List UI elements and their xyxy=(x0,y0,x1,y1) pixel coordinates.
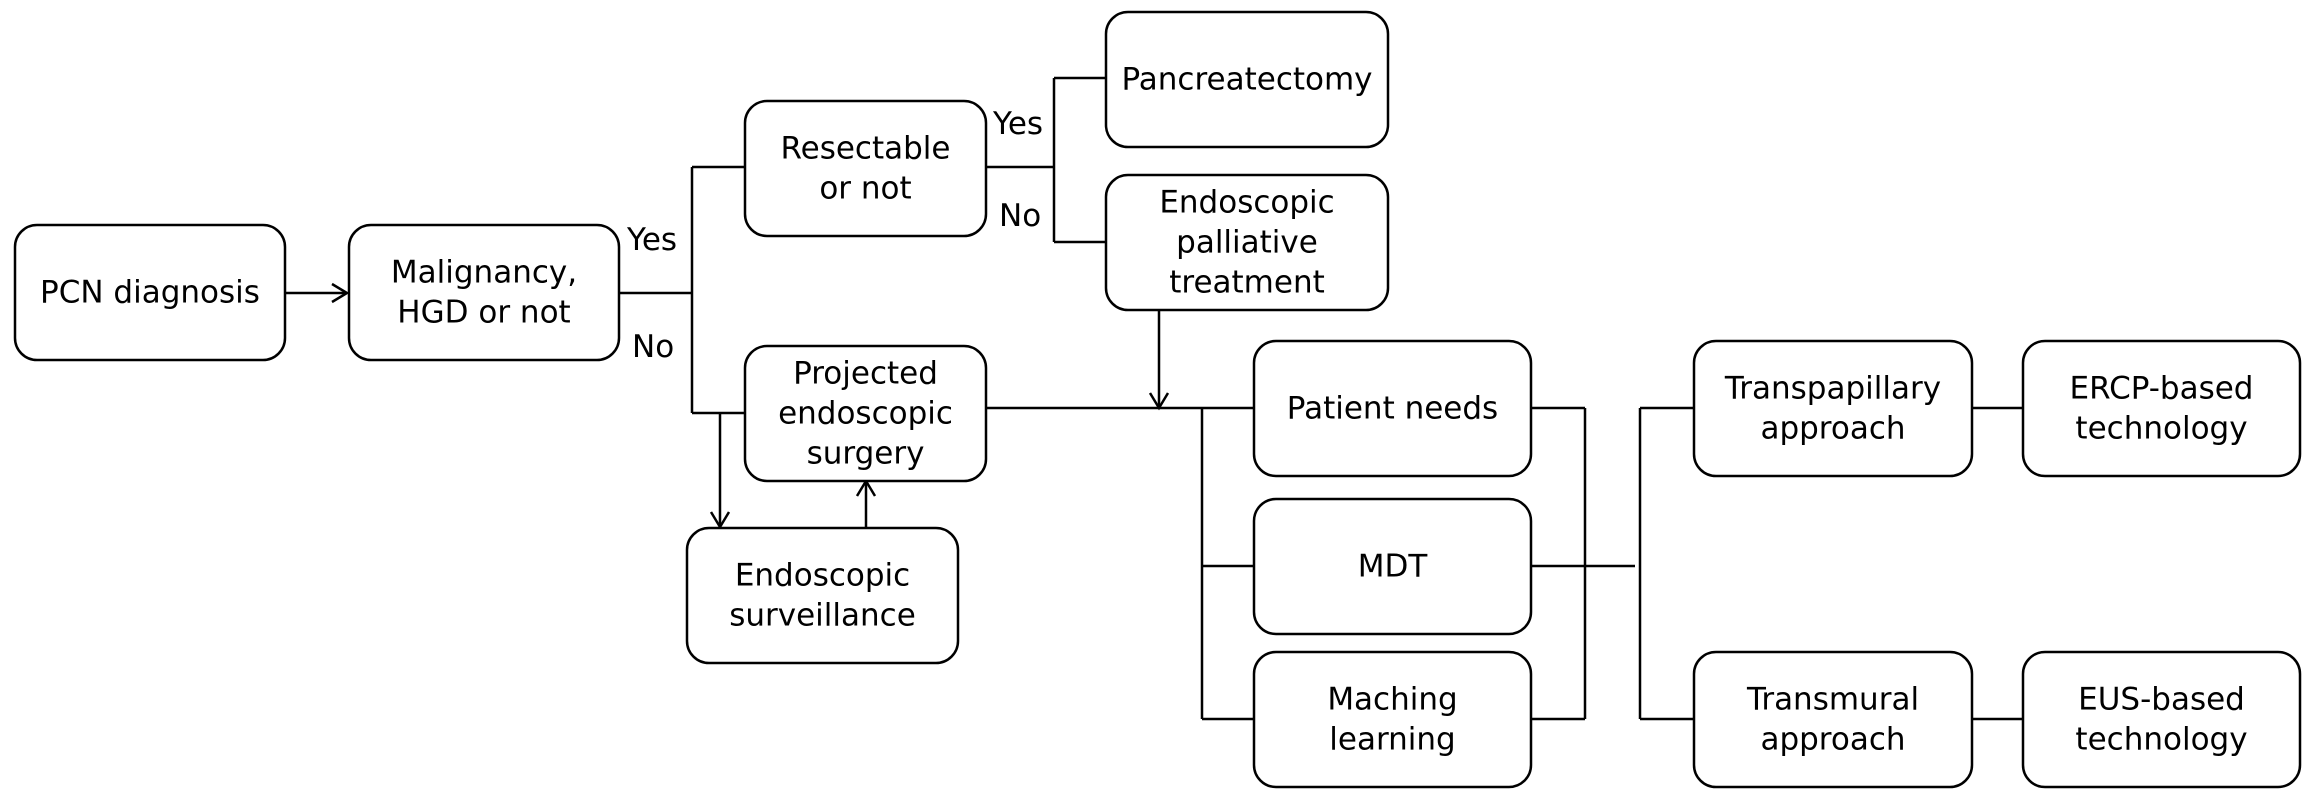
arrowhead-malignancy xyxy=(331,282,350,304)
node-pancreatectomy: Pancreatectomy xyxy=(1104,10,1390,149)
node-box xyxy=(347,223,621,362)
node-resectable: Resectable or not xyxy=(743,99,988,238)
connectors xyxy=(285,76,2023,721)
node-label-line: endoscopic xyxy=(778,396,953,432)
node-label-line: palliative xyxy=(1176,225,1318,261)
node-ercp-technology: ERCP-based technology xyxy=(2021,339,2302,478)
label-malignancy-yes: Yes xyxy=(626,222,677,258)
node-box xyxy=(1692,339,1974,478)
node-box xyxy=(1104,173,1390,312)
node-patient-needs: Patient needs xyxy=(1252,339,1533,478)
node-label-line: ERCP-based xyxy=(2069,371,2253,407)
label-resectable-no: No xyxy=(999,198,1041,234)
node-label-line: surgery xyxy=(807,436,925,472)
node-transmural-approach: Transmural approach xyxy=(1692,650,1974,789)
node-label-line: learning xyxy=(1329,722,1455,758)
node-pcn-diagnosis: PCN diagnosis xyxy=(13,223,287,362)
node-box xyxy=(1692,650,1974,789)
node-label-line: EUS-based xyxy=(2078,682,2245,718)
node-label-line: or not xyxy=(819,171,911,207)
node-transpapillary-approach: Transpapillary approach xyxy=(1692,339,1974,478)
node-box xyxy=(1104,10,1390,149)
node-label-line: PCN diagnosis xyxy=(40,275,260,311)
node-machine-learning: Maching learning xyxy=(1252,650,1533,789)
node-endoscopic-surveillance: Endoscopic surveillance xyxy=(685,526,960,665)
node-label-line: surveillance xyxy=(729,598,916,634)
node-box xyxy=(13,223,287,362)
node-box xyxy=(743,344,988,483)
node-mdt: MDT xyxy=(1252,497,1533,636)
edge-labels: Yes No Yes No xyxy=(626,106,1043,365)
node-label-line: Transpapillary xyxy=(1724,371,1941,407)
node-label-line: Pancreatectomy xyxy=(1121,62,1372,98)
node-box xyxy=(2021,339,2302,478)
label-malignancy-no: No xyxy=(632,329,674,365)
node-label-line: Transmural xyxy=(1746,682,1919,718)
node-label-line: Malignancy, xyxy=(391,255,577,291)
node-label-line: technology xyxy=(2075,722,2247,758)
node-label-line: Patient needs xyxy=(1287,391,1498,427)
node-label-line: treatment xyxy=(1169,265,1325,301)
node-box xyxy=(2021,650,2302,789)
node-box xyxy=(685,526,960,665)
node-label-line: Resectable xyxy=(780,131,950,167)
node-label-line: HGD or not xyxy=(397,295,570,331)
node-eus-technology: EUS-based technology xyxy=(2021,650,2302,789)
label-resectable-yes: Yes xyxy=(992,106,1043,142)
node-label-line: Projected xyxy=(793,356,938,392)
node-label-line: Endoscopic xyxy=(735,558,910,594)
node-label-line: technology xyxy=(2075,411,2247,447)
node-malignancy: Malignancy, HGD or not xyxy=(347,223,621,362)
node-box xyxy=(1252,497,1533,636)
node-label-line: approach xyxy=(1760,411,1905,447)
node-box xyxy=(1252,650,1533,789)
node-palliative-treatment: Endoscopic palliative treatment xyxy=(1104,173,1390,312)
node-label-line: MDT xyxy=(1358,549,1429,585)
node-projected-surgery: Projected endoscopic surgery xyxy=(743,344,988,483)
node-box xyxy=(1252,339,1533,478)
node-label-line: approach xyxy=(1760,722,1905,758)
node-box xyxy=(743,99,988,238)
node-label-line: Maching xyxy=(1327,682,1457,718)
node-label-line: Endoscopic xyxy=(1159,185,1334,221)
